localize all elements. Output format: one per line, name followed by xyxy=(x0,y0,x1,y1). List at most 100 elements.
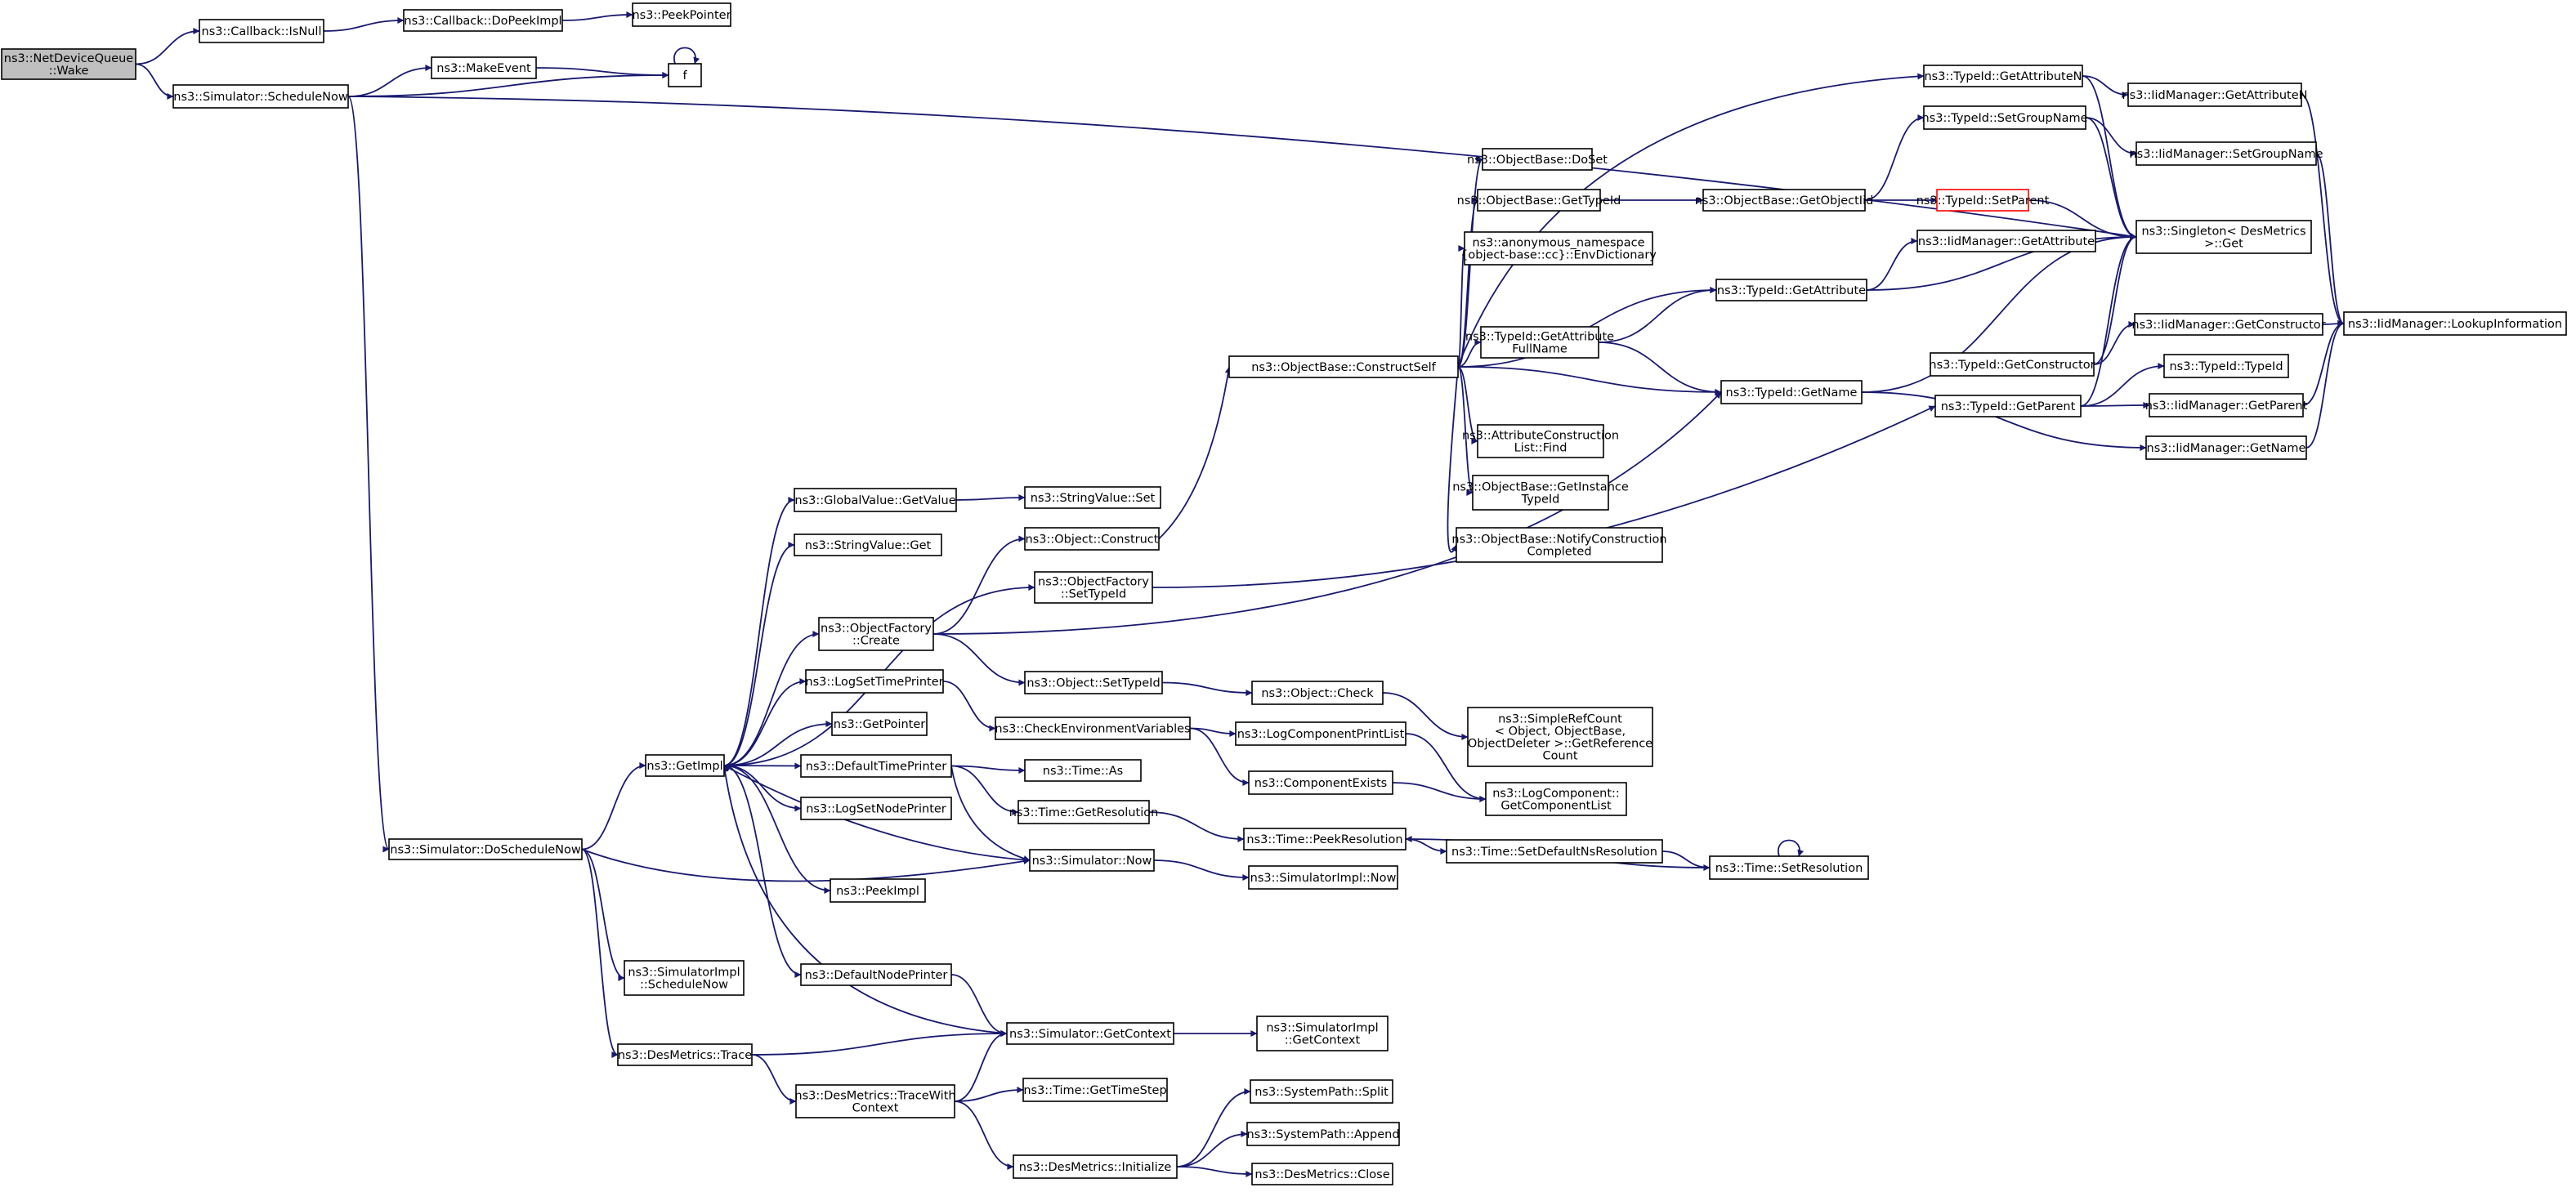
node-label: List::Find xyxy=(1514,442,1568,455)
node-box xyxy=(1477,424,1604,458)
function-node[interactable]: ns3::StringValue::Set xyxy=(1024,486,1161,509)
function-node[interactable]: ns3::Object::SetTypeId xyxy=(1024,671,1163,694)
function-node[interactable]: ns3::CheckEnvironmentVariables xyxy=(995,717,1191,740)
function-node[interactable]: ns3::SimulatorImpl::GetContext xyxy=(1256,1016,1389,1051)
node-label: ns3::Time::SetDefaultNsResolution xyxy=(1451,846,1657,859)
node-label: ns3::Simulator::Now xyxy=(1032,855,1152,868)
function-node[interactable]: f xyxy=(668,63,702,87)
node-label: ns3::TypeId::GetConstructor xyxy=(1929,359,2095,372)
function-node[interactable]: ns3::TypeId::GetName xyxy=(1720,380,1863,404)
node-box xyxy=(1006,1022,1174,1045)
function-node[interactable]: ns3::IidManager::GetConstructor xyxy=(2131,313,2326,336)
function-node[interactable]: ns3::ObjectBase::GetTypeId xyxy=(1457,189,1621,212)
function-node[interactable]: ns3::PeekImpl xyxy=(830,878,926,903)
function-node[interactable]: ns3::Simulator::GetContext xyxy=(1006,1022,1174,1045)
function-node[interactable]: ns3::Callback::IsNull xyxy=(199,19,324,43)
function-node[interactable]: ns3::Callback::DoPeekImpl xyxy=(403,9,563,32)
function-node[interactable]: ns3::LogSetNodePrinter xyxy=(800,797,952,820)
function-node[interactable]: ns3::StringValue::Get xyxy=(794,533,942,556)
function-node[interactable]: ns3::MakeEvent xyxy=(431,56,537,79)
call-edge xyxy=(723,721,833,766)
function-node[interactable]: ns3::anonymous_namespace{object-base::cc… xyxy=(1460,231,1657,266)
function-node[interactable]: ns3::LogComponentPrintList xyxy=(1235,721,1407,746)
function-node[interactable]: ns3::Object::Check xyxy=(1251,681,1384,705)
function-node[interactable]: ns3::IidManager::LookupInformation xyxy=(2343,311,2567,336)
function-node[interactable]: ns3::SimulatorImpl::ScheduleNow xyxy=(624,960,745,996)
function-node[interactable]: ns3::IidManager::GetName xyxy=(2145,435,2307,460)
function-node[interactable]: ns3::TypeId::TypeId xyxy=(2163,354,2289,378)
function-node[interactable]: ns3::Time::As xyxy=(1024,759,1142,782)
edge-line xyxy=(135,28,200,65)
function-node[interactable]: ns3::SimpleRefCount< Object, ObjectBase,… xyxy=(1467,707,1653,767)
function-node[interactable]: ns3::NetDeviceQueue::Wake xyxy=(1,48,136,80)
function-node[interactable]: ns3::GlobalValue::GetValue xyxy=(794,488,957,512)
node-label: ns3::DesMetrics::Initialize xyxy=(1019,1161,1172,1174)
node-label: ns3::NetDeviceQueue xyxy=(4,52,133,65)
function-node[interactable]: ns3::ComponentExists xyxy=(1248,770,1393,795)
call-edge xyxy=(1861,391,2147,451)
edge-line xyxy=(932,535,1026,635)
function-node[interactable]: ns3::Simulator::DoScheduleNow xyxy=(388,838,583,860)
function-node[interactable]: ns3::Time::SetResolution xyxy=(1709,855,1869,880)
function-node[interactable]: ns3::IidManager::GetAttributeN xyxy=(2122,83,2308,107)
function-node[interactable]: ns3::ObjectBase::ConstructSelf xyxy=(1228,355,1459,378)
function-node[interactable]: ns3::DesMetrics::Trace xyxy=(617,1043,753,1066)
call-edge xyxy=(1158,366,1232,540)
function-node[interactable]: ns3::SystemPath::Append xyxy=(1246,1122,1400,1146)
function-node[interactable]: ns3::DesMetrics::Initialize xyxy=(1013,1154,1178,1179)
function-node[interactable]: ns3::ObjectBase::DoSet xyxy=(1467,148,1608,171)
call-edge xyxy=(2315,153,2345,327)
function-node[interactable]: ns3::IidManager::GetParent xyxy=(2145,393,2308,417)
edge-line xyxy=(751,1030,1008,1056)
edge-line xyxy=(323,17,405,32)
function-node[interactable]: ns3::Time::PeekResolution xyxy=(1243,828,1407,850)
node-label: ::Wake xyxy=(49,65,89,78)
function-node[interactable]: ns3::DefaultTimePrinter xyxy=(800,754,952,778)
function-node[interactable]: ns3::ObjectBase::GetObjectIid xyxy=(1695,189,1874,212)
function-node[interactable]: ns3::TypeId::GetParent xyxy=(1934,395,2082,417)
function-node[interactable]: ns3::TypeId::SetGroupName xyxy=(1921,105,2088,130)
node-box xyxy=(624,960,745,996)
function-node[interactable]: ns3::ObjectFactory::Create xyxy=(818,617,934,651)
function-node[interactable]: ns3::TypeId::GetConstructor xyxy=(1929,352,2095,377)
node-label: Completed xyxy=(1527,546,1591,559)
function-node[interactable]: ns3::Time::SetDefaultNsResolution xyxy=(1446,839,1663,864)
function-node[interactable]: ns3::SystemPath::Split xyxy=(1250,1079,1393,1104)
call-edge xyxy=(950,765,1019,815)
function-node[interactable]: ns3::ObjectFactory::SetTypeId xyxy=(1034,571,1153,604)
function-node[interactable]: ns3::DesMetrics::Close xyxy=(1251,1163,1393,1185)
function-node[interactable]: ns3::GetPointer xyxy=(831,712,928,736)
edge-line xyxy=(1457,339,1482,368)
function-node[interactable]: ns3::Time::GetResolution xyxy=(1009,800,1159,824)
function-node[interactable]: ns3::TypeId::GetAttribute xyxy=(1715,279,1867,301)
function-node[interactable]: ns3::PeekPointer xyxy=(632,2,731,27)
function-node[interactable]: ns3::SimulatorImpl::Now xyxy=(1248,865,1398,890)
function-node[interactable]: ns3::IidManager::GetAttribute xyxy=(1916,230,2096,252)
function-node[interactable]: ns3::Simulator::Now xyxy=(1029,849,1155,872)
function-node[interactable]: ns3::GetImpl xyxy=(645,754,725,777)
function-node[interactable]: ns3::ObjectBase::NotifyConstructionCompl… xyxy=(1451,527,1667,563)
function-node[interactable]: ns3::TypeId::GetAttributeN xyxy=(1923,65,2083,87)
function-node[interactable]: ns3::TypeId::SetParent xyxy=(1916,189,2050,212)
node-label: ns3::LogSetNodePrinter xyxy=(806,803,946,816)
function-node[interactable]: ns3::Singleton< DesMetrics >::Get xyxy=(2135,220,2312,254)
edge-line xyxy=(2301,94,2345,327)
function-node[interactable]: ns3::Object::Construct xyxy=(1024,527,1160,551)
function-node[interactable]: ns3::LogComponent::GetComponentList xyxy=(1485,782,1627,816)
edge-line xyxy=(954,1100,1014,1170)
function-node[interactable]: ns3::Time::GetTimeStep xyxy=(1022,1078,1168,1102)
function-node[interactable]: ns3::IidManager::SetGroupName xyxy=(2129,141,2323,166)
node-box xyxy=(1477,189,1601,212)
function-node[interactable]: ns3::Simulator::ScheduleNow xyxy=(172,84,349,109)
call-edge xyxy=(581,848,1031,882)
function-node[interactable]: ns3::DefaultNodePrinter xyxy=(800,963,952,986)
edge-line xyxy=(1864,114,1925,201)
call-edge xyxy=(2082,75,2129,98)
node-label: ns3::LogComponentPrintList xyxy=(1237,728,1405,741)
edge-line xyxy=(581,762,646,850)
function-node[interactable]: ns3::LogSetTimePrinter xyxy=(805,669,944,694)
